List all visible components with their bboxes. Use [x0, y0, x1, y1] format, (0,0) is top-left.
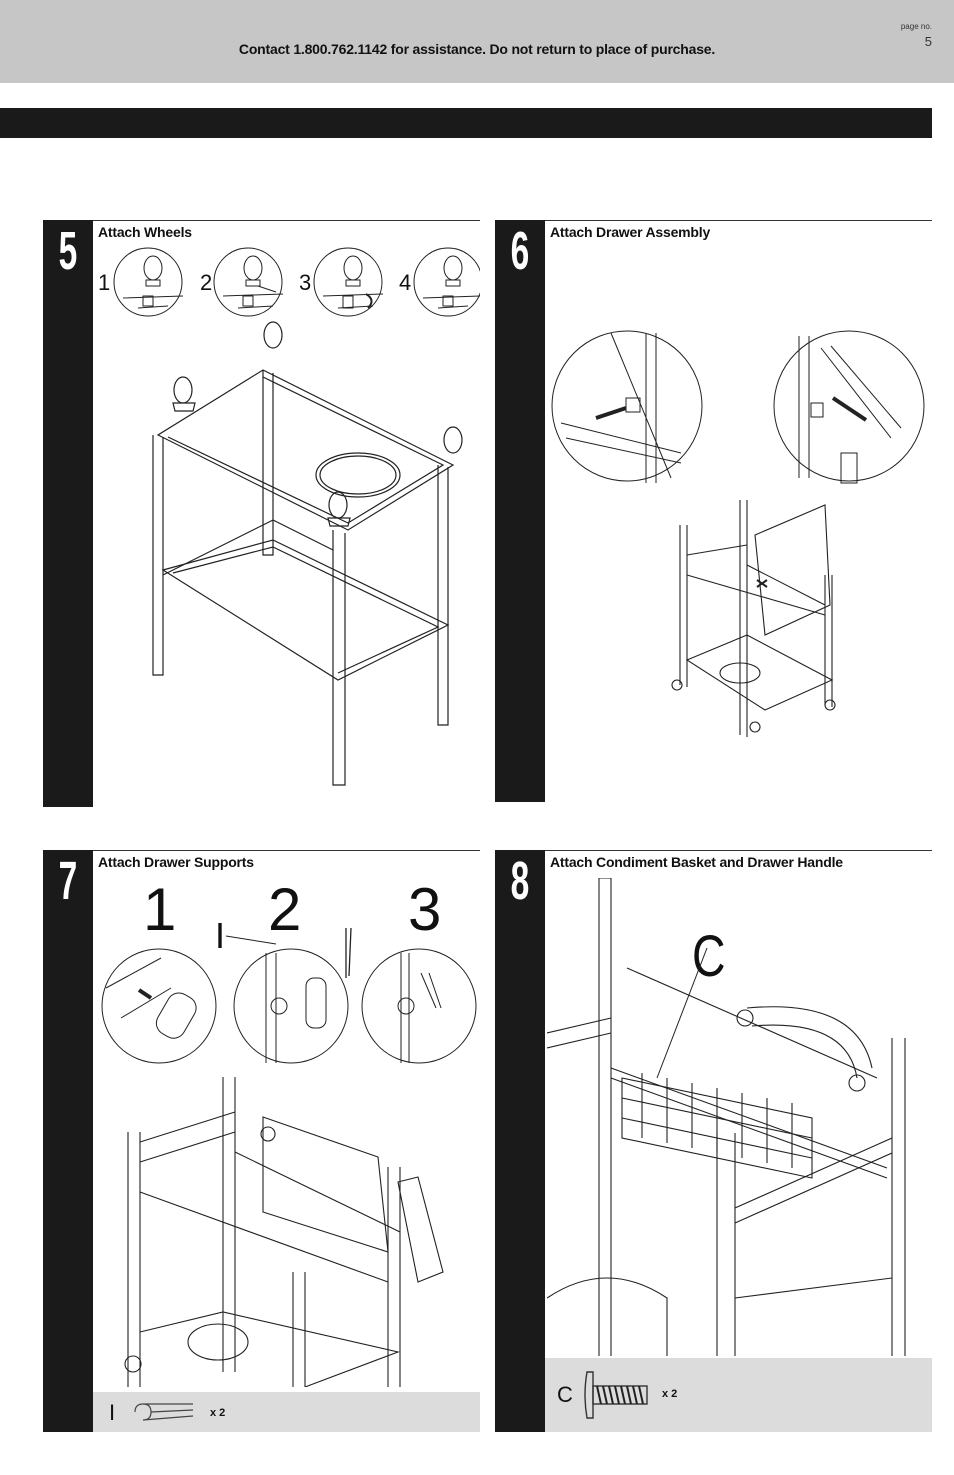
drawer-detail-circles [551, 330, 925, 484]
step-number: 5 [58, 221, 78, 281]
page-number-label: page no. [900, 22, 932, 31]
step-7: 7 Attach Drawer Supports 1 2 3 I [43, 850, 480, 1432]
screw-icon [584, 1371, 648, 1419]
substep-label-1: 1 [98, 270, 111, 295]
callout-letter-c: C [692, 924, 726, 989]
step-8: 8 Attach Condiment Basket and Drawer Han… [495, 850, 932, 1432]
substep-label-2: 2 [200, 270, 213, 295]
parts-box: C x 2 [545, 1358, 932, 1432]
page-number: 5 [924, 34, 932, 49]
step-title: Attach Condiment Basket and Drawer Handl… [550, 854, 843, 870]
cart-drawer-supports-illustration [124, 1077, 444, 1387]
step-title: Attach Drawer Assembly [550, 224, 711, 240]
step-rule [545, 220, 932, 221]
part-quantity: x 2 [662, 1388, 678, 1400]
part-letter: C [557, 1382, 573, 1407]
substep-label-2: 2 [268, 876, 302, 943]
step-5: 5 Attach Wheels [43, 220, 480, 807]
substep-label-1: 1 [143, 876, 177, 943]
step-number-column: 5 [43, 220, 93, 807]
step-number-column: 8 [495, 850, 545, 1432]
step-number-column: 6 [495, 220, 545, 802]
step-number: 7 [58, 851, 78, 911]
cart-drawer-illustration [671, 500, 836, 737]
step-rule [93, 850, 480, 851]
step-number: 6 [510, 221, 530, 281]
step-rule [545, 850, 932, 851]
substep-label-3: 3 [408, 876, 442, 943]
parts-box: I x 2 [93, 1392, 480, 1432]
part-letter: I [109, 1400, 116, 1425]
contact-text: Contact 1.800.762.1142 for assistance. D… [238, 41, 716, 57]
wheel-detail-circles [113, 247, 480, 317]
callout-letter-i: I [215, 915, 226, 956]
substep-label-3: 3 [299, 270, 312, 295]
section-bar [0, 108, 932, 138]
condiment-basket-handle-illustration [547, 878, 906, 1356]
cotter-pin-icon [134, 1403, 194, 1421]
substep-label-4: 4 [399, 270, 412, 295]
step-number-column: 7 [43, 850, 93, 1432]
header-banner: Contact 1.800.762.1142 for assistance. D… [0, 0, 954, 83]
drawer-support-detail-circles [101, 928, 477, 1064]
step-6: 6 Attach Drawer Assembly [495, 220, 932, 802]
cart-frame-wheels-illustration [152, 321, 463, 786]
step-title: Attach Wheels [98, 224, 192, 240]
part-quantity: x 2 [210, 1407, 226, 1419]
step-rule [93, 220, 480, 221]
step-number: 8 [510, 851, 530, 911]
step-title: Attach Drawer Supports [98, 854, 254, 870]
